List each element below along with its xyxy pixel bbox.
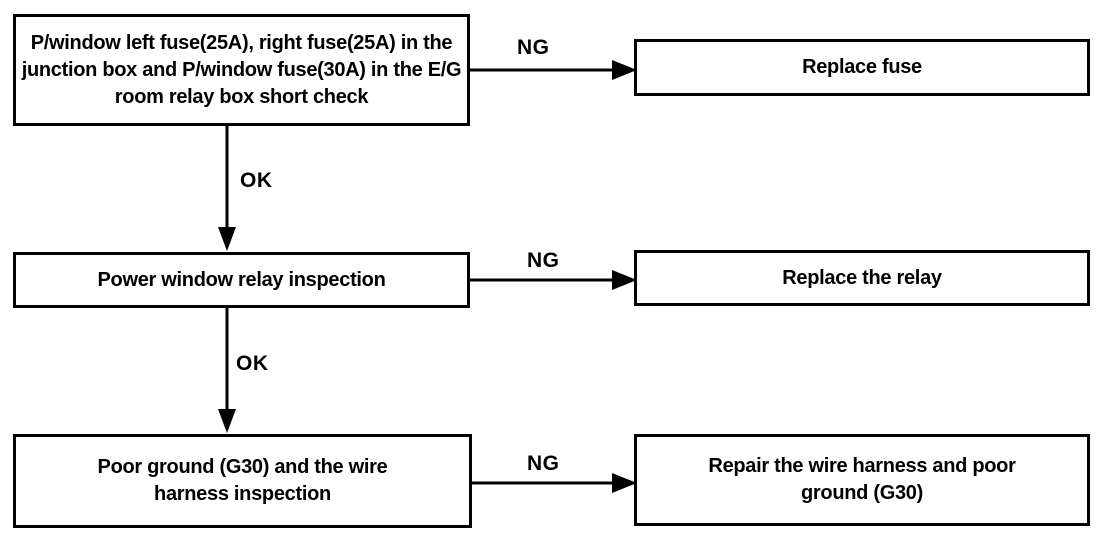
node-replace-relay: Replace the relay: [634, 250, 1090, 306]
arrow-ground-ng: [471, 473, 637, 493]
edge-label-fuse-check-ok: OK: [240, 169, 273, 192]
arrow-relay-ok: [218, 308, 236, 433]
edge-label-ground-ng: NG: [527, 452, 560, 475]
arrow-fuse-check-ok: [218, 126, 236, 251]
arrow-fuse-check-ng: [470, 60, 637, 80]
node-relay-inspection: Power window relay inspection: [13, 252, 470, 308]
node-repair-harness: Repair the wire harness and poor ground …: [634, 434, 1090, 526]
edge-label-fuse-check-ng: NG: [517, 36, 550, 59]
node-ground-harness-inspection-label: Poor ground (G30) and the wire harness i…: [97, 456, 388, 505]
node-fuse-short-check: P/window left fuse(25A), right fuse(25A)…: [13, 14, 470, 126]
node-fuse-short-check-label: P/window left fuse(25A), right fuse(25A)…: [21, 31, 462, 108]
node-replace-fuse-label: Replace fuse: [802, 56, 922, 78]
edge-label-relay-ng: NG: [527, 249, 560, 272]
node-repair-harness-label: Repair the wire harness and poor ground …: [708, 455, 1016, 504]
node-ground-harness-inspection: Poor ground (G30) and the wire harness i…: [13, 434, 472, 528]
node-replace-fuse: Replace fuse: [634, 39, 1090, 96]
node-relay-inspection-label: Power window relay inspection: [97, 268, 386, 291]
arrow-relay-ng: [470, 270, 637, 290]
edge-label-relay-ok: OK: [236, 352, 269, 375]
node-replace-relay-label: Replace the relay: [782, 266, 942, 289]
